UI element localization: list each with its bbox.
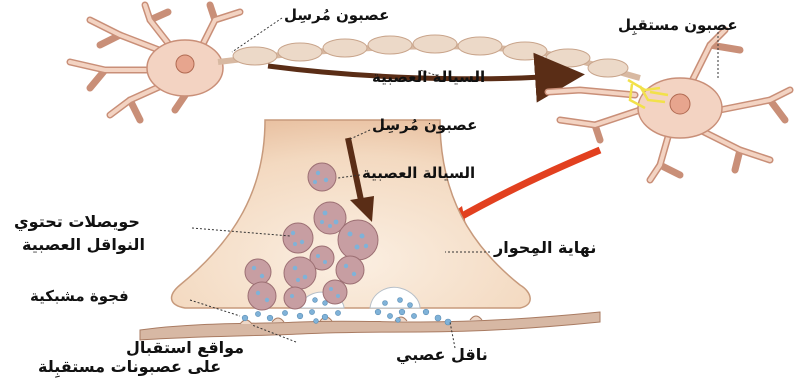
label-receptor-sites-line2: على عصبونات مستقبِلة (38, 359, 221, 375)
label-impulse-mid: السيالة العصبية (362, 166, 475, 181)
label-neurotransmitter: ناقل عصبي (396, 347, 488, 363)
label-receiving-neuron: عصبون مستقبِل (618, 18, 738, 33)
label-sending-neuron-top: عصبون مُرسِل (284, 8, 389, 23)
label-vesicles-line2: النواقل العصبية (22, 237, 145, 253)
label-vesicles-line1: حويصلات تحتوي (14, 214, 140, 230)
label-sending-neuron-mid: عصبون مُرسِل (372, 118, 477, 133)
nucleus (176, 55, 194, 73)
label-receptor-sites-line1: مواقع استقبال (126, 340, 244, 356)
label-impulse-top: السيالة العصبية (372, 70, 485, 85)
label-axon-terminal: نهاية المِحوار (494, 240, 596, 256)
label-synaptic-gap: فجوة مشبكية (30, 289, 129, 304)
postsynaptic-membrane (140, 312, 600, 340)
